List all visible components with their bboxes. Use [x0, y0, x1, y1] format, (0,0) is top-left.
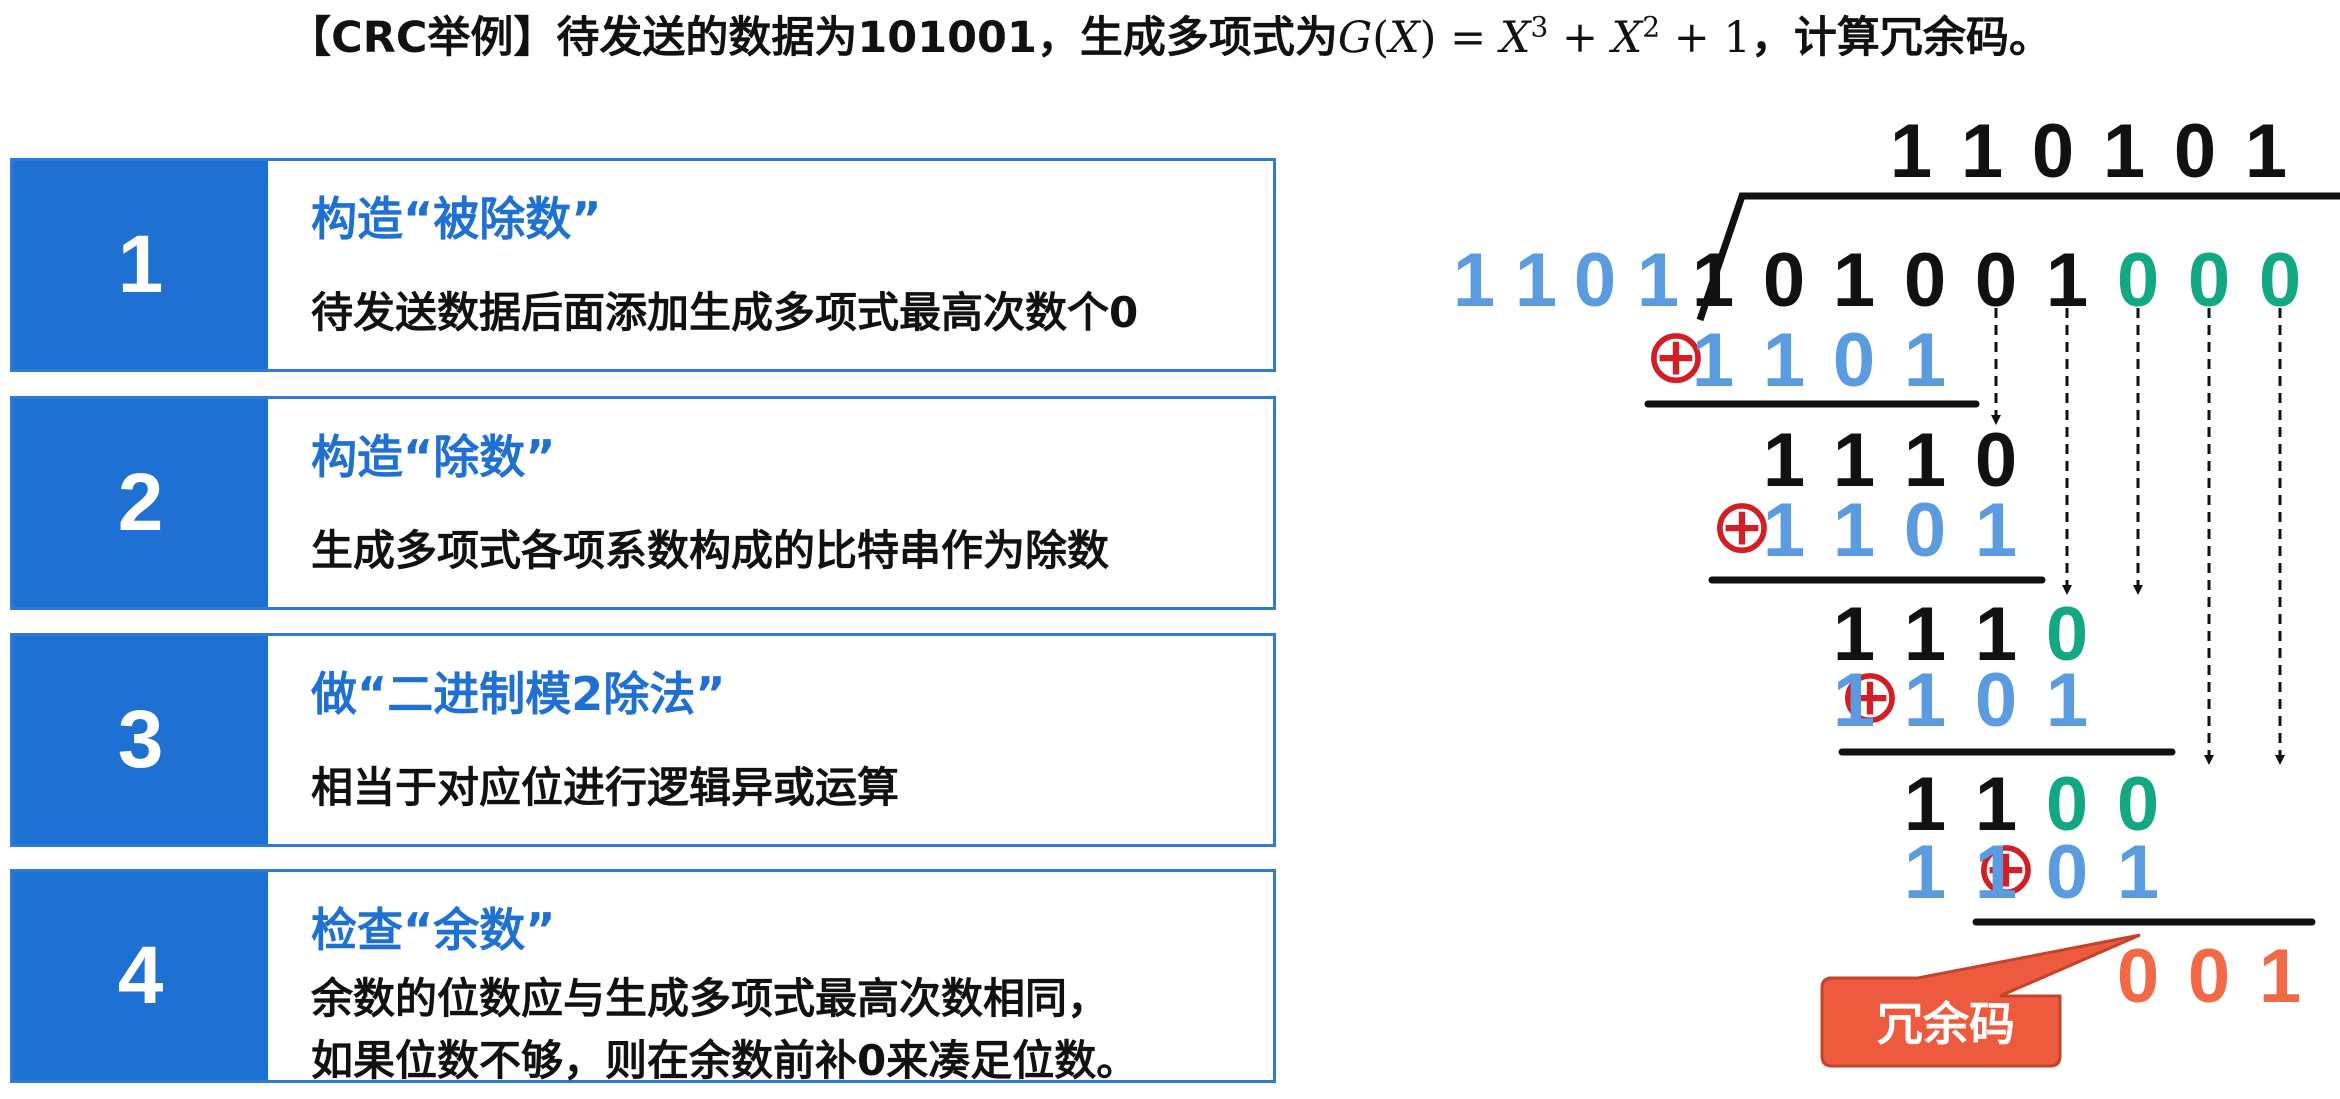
xor-symbol: ⊕: [1644, 314, 1708, 399]
math-one: 1: [1723, 13, 1751, 63]
dividend-digit: 0: [1763, 238, 1805, 323]
step-card-2: 2 构造“除数” 生成多项式各项系数构成的比特串作为除数: [10, 396, 1276, 610]
redundancy-callout-shape: [1820, 933, 2141, 1068]
page-title: 【CRC举例】待发送的数据为101001，生成多项式为G(X) = X3 + X…: [0, 6, 2340, 70]
remainder-digit: 1: [2259, 934, 2301, 1019]
division-bracket: [1696, 192, 2340, 322]
step-card-1: 1 构造“被除数” 待发送数据后面添加生成多项式最高次数个0: [10, 158, 1276, 372]
math-exp3: 3: [1530, 10, 1549, 44]
xor-symbol: ⊕: [1838, 654, 1902, 739]
math-eq: =: [1436, 13, 1500, 63]
step-heading: 做“二进制模2除法”: [311, 667, 726, 721]
step-heading: 检查“余数”: [311, 903, 556, 957]
xor-symbol: ⊕: [1974, 826, 2038, 911]
quotient-digit: 1: [2103, 109, 2145, 194]
subtrahend-digit: 1: [2046, 658, 2088, 743]
step-number: 4: [13, 872, 268, 1080]
quotient-digit: 1: [2245, 109, 2287, 194]
xor-symbol: ⊕: [1710, 484, 1774, 569]
math-x2: X: [1611, 13, 1643, 63]
remainder-digit: 0: [2117, 934, 2159, 1019]
step-description: 相当于对应位进行逻辑异或运算: [311, 763, 900, 812]
divisor-digit: 0: [1574, 238, 1616, 323]
title-text: 【CRC举例】待发送的数据为101001，生成多项式为: [288, 13, 1338, 63]
partial-remainder-digit: 1: [1975, 592, 2017, 677]
step-card-3: 3 做“二进制模2除法” 相当于对应位进行逻辑异或运算: [10, 633, 1276, 847]
math-plus: +: [1548, 13, 1612, 63]
quotient-digit: 0: [2032, 109, 2074, 194]
subtrahend-digit: 1: [1975, 488, 2017, 573]
math-x: X: [1389, 13, 1420, 63]
math-lparen: (: [1372, 13, 1390, 63]
divisor-digit: 1: [1515, 238, 1557, 323]
step-number: 1: [13, 161, 268, 369]
partial-remainder-digit: 1: [1833, 418, 1875, 503]
quotient-digit: 1: [1961, 109, 2003, 194]
dividend-digit: 1: [1692, 238, 1734, 323]
quotient-digit: 0: [2174, 109, 2216, 194]
math-rparen: ): [1419, 13, 1437, 63]
step-description: 生成多项式各项系数构成的比特串作为除数: [311, 526, 1110, 575]
subtrahend-digit: 1: [1833, 488, 1875, 573]
step-description: 待发送数据后面添加生成多项式最高次数个0: [311, 288, 1139, 337]
subtrahend-digit: 0: [1975, 658, 2017, 743]
math-g: G: [1337, 13, 1373, 63]
step-number: 3: [13, 636, 268, 844]
title-suffix: ，计算冗余码。: [1750, 13, 2052, 63]
dividend-digit: 1: [1833, 238, 1875, 323]
subtrahend-digit: 1: [1763, 488, 1805, 573]
pulled-down-digit: 0: [2046, 592, 2088, 677]
partial-remainder-digit: 1: [1904, 762, 1946, 847]
quotient-digit: 1: [1890, 109, 1932, 194]
pulled-down-digit: 0: [1975, 418, 2017, 503]
step-card-4: 4 检查“余数” 余数的位数应与生成多项式最高次数相同， 如果位数不够，则在余数…: [10, 869, 1276, 1085]
step-description-line: 余数的位数应与生成多项式最高次数相同，: [311, 974, 1110, 1023]
math-exp2: 2: [1642, 10, 1661, 44]
step-heading: 构造“被除数”: [311, 192, 602, 246]
subtrahend-digit: 1: [1904, 658, 1946, 743]
subtrahend-digit: 1: [1833, 658, 1875, 743]
divisor-digit: 1: [1637, 238, 1679, 323]
partial-remainder-digit: 1: [1763, 418, 1805, 503]
divisor-digit: 1: [1453, 238, 1495, 323]
math-x3: X: [1499, 13, 1531, 63]
subtrahend-digit: 1: [1692, 318, 1734, 403]
redundancy-code-label: 冗余码: [1877, 997, 2015, 1051]
dividend-digit: 0: [1904, 238, 1946, 323]
subtrahend-digit: 1: [1904, 318, 1946, 403]
step-description: 余数的位数应与生成多项式最高次数相同， 如果位数不够，则在余数前补0来凑足位数。: [311, 968, 1138, 1092]
subtrahend-digit: 0: [1833, 318, 1875, 403]
math-plus: +: [1660, 13, 1724, 63]
subtrahend-digit: 1: [1975, 830, 2017, 915]
partial-remainder-digit: 1: [1904, 592, 1946, 677]
subtrahend-digit: 0: [1904, 488, 1946, 573]
step-number: 2: [13, 399, 268, 607]
subtrahend-digit: 1: [1763, 318, 1805, 403]
step-heading: 构造“除数”: [311, 430, 556, 484]
step-description-line: 如果位数不够，则在余数前补0来凑足位数。: [311, 1036, 1139, 1085]
remainder-digit: 0: [2188, 934, 2230, 1019]
subtrahend-digit: 1: [2117, 830, 2159, 915]
partial-remainder-digit: 1: [1975, 762, 2017, 847]
polynomial-formula: G(X) = X3 + X2 + 1: [1338, 13, 1751, 63]
pulled-down-digit: 0: [2117, 762, 2159, 847]
partial-remainder-digit: 1: [1904, 418, 1946, 503]
subtrahend-digit: 1: [1904, 830, 1946, 915]
partial-remainder-digit: 1: [1833, 592, 1875, 677]
pulled-down-digit: 0: [2046, 762, 2088, 847]
subtrahend-digit: 0: [2046, 830, 2088, 915]
